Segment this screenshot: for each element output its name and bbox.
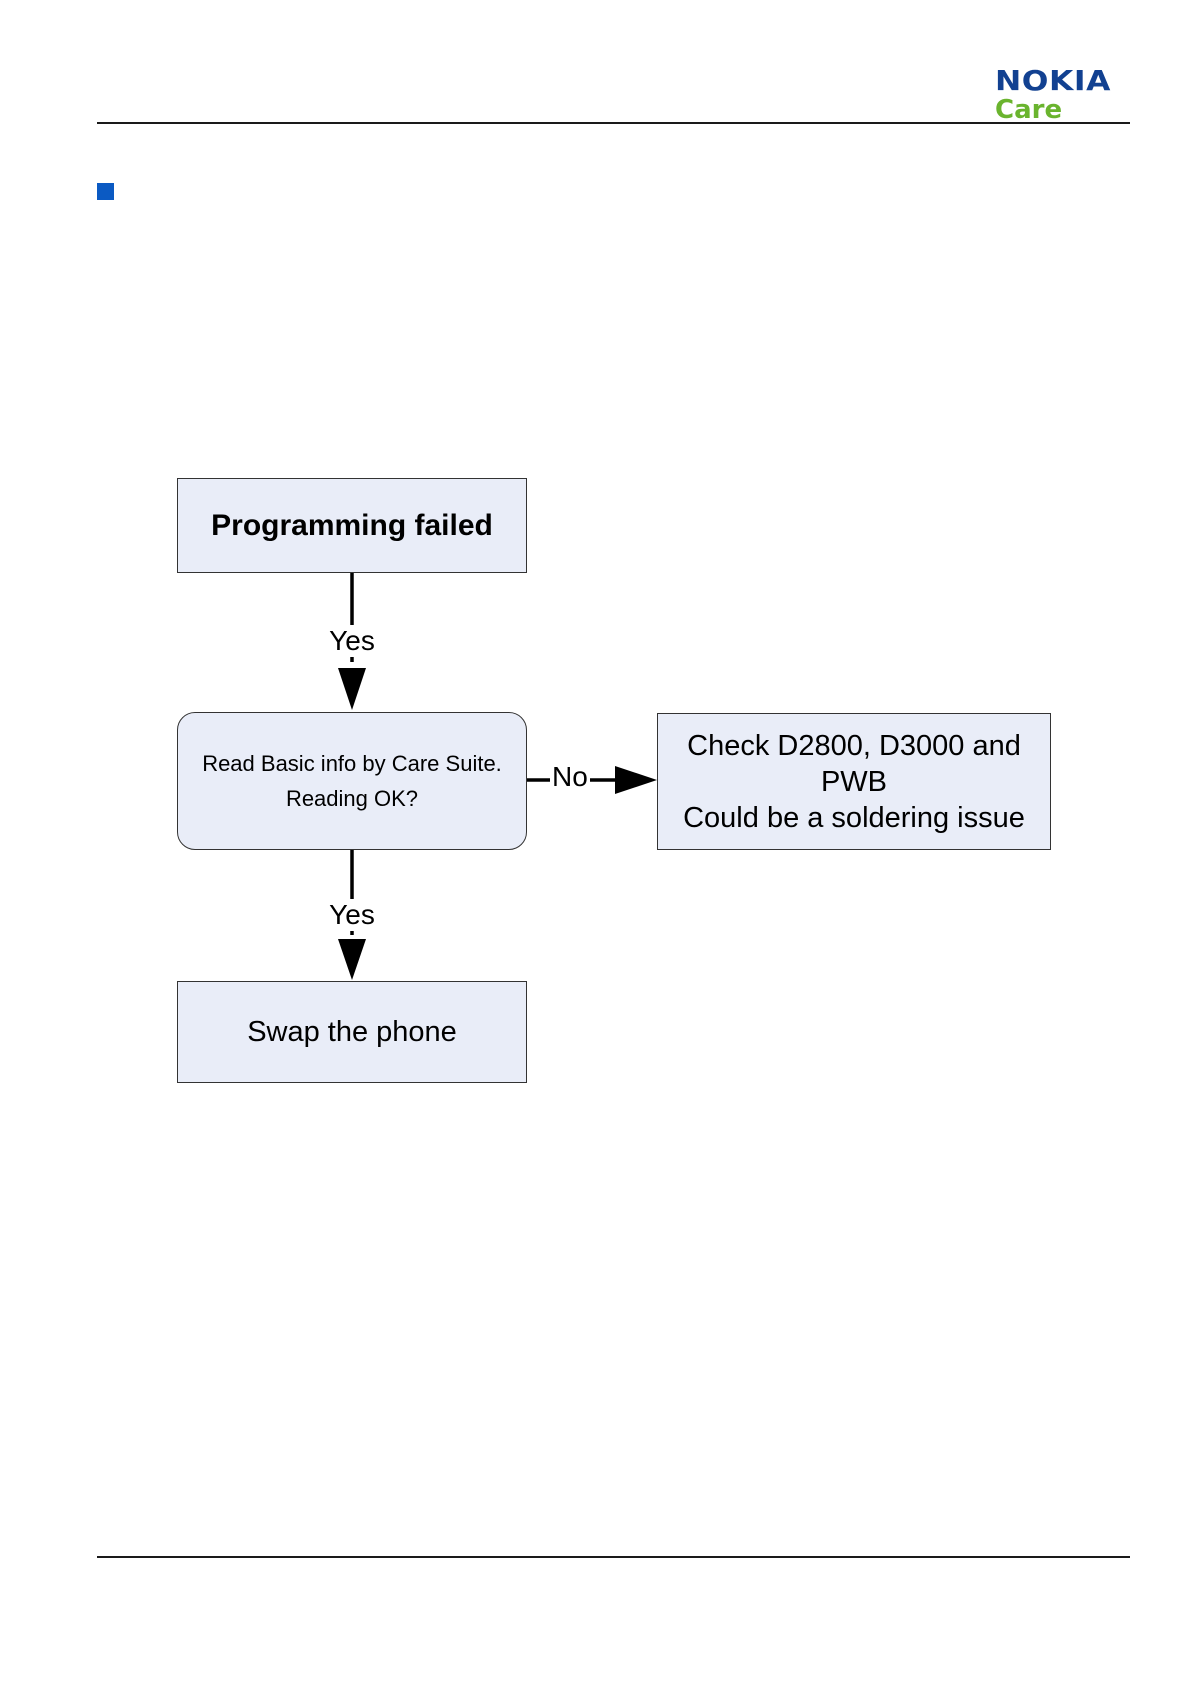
node-check-components: Check D2800, D3000 and PWB Could be a so… xyxy=(657,713,1051,850)
arrowhead-down-2 xyxy=(338,939,366,980)
edge-label-no: No xyxy=(550,761,590,793)
node-read-basic-info: Read Basic info by Care Suite. Reading O… xyxy=(177,712,527,850)
footer-rule xyxy=(97,1556,1130,1558)
node-programming-failed: Programming failed xyxy=(177,478,527,573)
arrowhead-down-1 xyxy=(338,668,366,710)
edge-label-yes-2: Yes xyxy=(327,899,377,931)
edge-label-yes-1: Yes xyxy=(327,625,377,657)
node-swap-phone: Swap the phone xyxy=(177,981,527,1083)
arrowhead-right xyxy=(615,766,657,794)
